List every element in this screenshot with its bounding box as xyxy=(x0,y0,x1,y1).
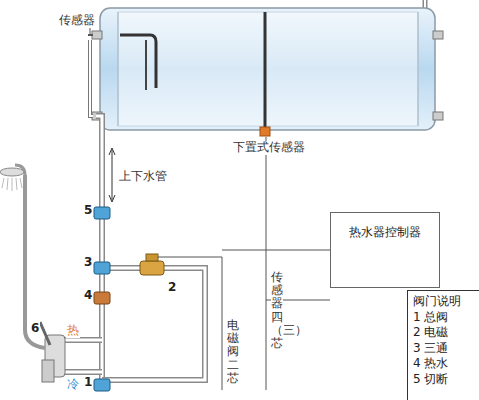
legend-row: 1 总阀 xyxy=(413,310,479,326)
callout-number: 3 xyxy=(83,256,93,270)
legend-row: 4 热水 xyxy=(413,356,479,372)
sensor-label: 传感器 xyxy=(58,14,96,28)
callout-number: 6 xyxy=(30,322,40,336)
valve-legend-table: 阀门说明1 总阀2 电磁3 三通4 热水5 切断 xyxy=(407,290,479,400)
sensor-label: 下置式传感器 xyxy=(232,141,306,155)
cold-mark: 冷 xyxy=(66,378,80,392)
legend-row: 3 三通 xyxy=(413,341,479,357)
legend-row: 2 电磁 xyxy=(413,325,479,341)
callout-number: 1 xyxy=(83,376,93,390)
wire-label: 电磁阀二芯 xyxy=(227,318,239,386)
box-title: 阀门说明 xyxy=(413,294,479,310)
callout-number: 4 xyxy=(83,289,93,303)
box-title: 热水器控制器 xyxy=(335,225,435,241)
callout-number: 2 xyxy=(167,281,177,295)
callout-number: 5 xyxy=(83,204,93,218)
pipe-label: 上下水管 xyxy=(118,170,168,184)
hot-mark: 热 xyxy=(66,324,80,338)
legend-row: 5 切断 xyxy=(413,372,479,388)
wire-label: 传感器四（三）芯 xyxy=(271,270,283,351)
controller-box: 热水器控制器 xyxy=(330,212,440,288)
